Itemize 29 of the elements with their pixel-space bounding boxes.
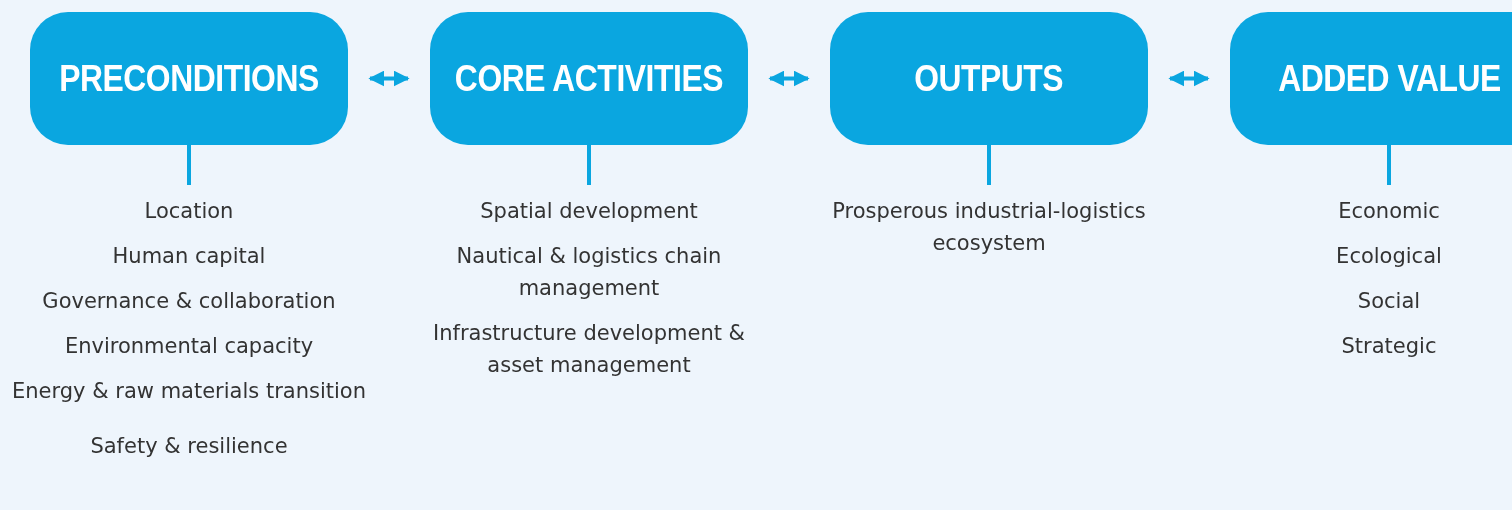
double-arrow xyxy=(768,70,810,87)
double-arrow xyxy=(368,70,410,87)
connector-line xyxy=(587,145,591,185)
stage-header-box xyxy=(430,12,748,145)
stage-header-box xyxy=(830,12,1148,145)
list-item: Strategic xyxy=(1340,333,1438,360)
list-item: Energy & raw materials transition xyxy=(11,378,367,405)
stage-header-box xyxy=(1230,12,1512,145)
list-item: Prosperous industrial-logistics ecosystem xyxy=(831,198,1147,257)
connector-line xyxy=(187,145,191,185)
list-item: Safety & resilience xyxy=(89,433,289,460)
header-title: ADDED VALUE xyxy=(1277,57,1501,100)
list-item: Economic xyxy=(1337,198,1441,225)
list-item: Nautical & logistics chain management xyxy=(455,243,723,302)
list-item: Social xyxy=(1356,288,1422,315)
list-item: Governance & collaboration xyxy=(41,288,337,315)
list-item: Spatial development xyxy=(479,198,699,225)
connector-line xyxy=(1387,145,1391,185)
connector-line xyxy=(987,145,991,185)
list-item: Human capital xyxy=(111,243,267,270)
header-title: OUTPUTS xyxy=(914,57,1064,100)
header-title: PRECONDITIONS xyxy=(59,57,319,100)
header-title: CORE ACTIVITIES xyxy=(454,57,724,100)
list-item: Environmental capacity xyxy=(63,333,315,360)
list-item: Ecological xyxy=(1335,243,1443,270)
double-arrow xyxy=(1168,70,1210,87)
stage-header-box xyxy=(30,12,348,145)
list-item: Location xyxy=(143,198,235,225)
list-item: Infrastructure development & asset management xyxy=(432,320,746,379)
